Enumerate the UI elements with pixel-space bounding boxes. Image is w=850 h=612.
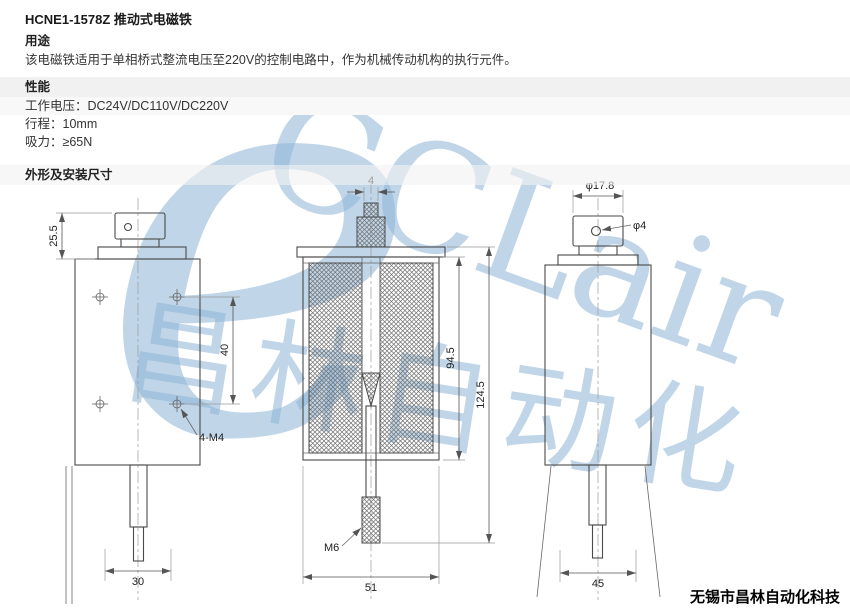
right-side-view: φ17.8 φ4 45	[536, 180, 661, 600]
spec-stroke: 行程：10mm	[25, 117, 98, 131]
dim-total-height-label: 124.5	[475, 381, 487, 409]
spec-text-block: HCNE1-1578Z 推动式电磁铁 用途 该电磁铁适用于单相桥式整流电压至22…	[0, 0, 850, 185]
spec-force: 吸力：≥65N	[25, 135, 93, 149]
body-outline	[74, 258, 201, 466]
plunger-shaft	[588, 464, 607, 526]
dim-hole-spacing-label: 40	[219, 344, 231, 356]
plunger-cone	[361, 372, 381, 408]
dim-body-height-label: 94.5	[445, 347, 457, 368]
mounting-holes	[92, 289, 185, 412]
dim-right-width-label: 45	[592, 578, 604, 590]
plunger-rod	[591, 524, 604, 559]
plunger-rod	[132, 526, 145, 562]
lead-wire	[644, 465, 661, 598]
dim-bracket-height-label: 25.5	[48, 225, 60, 246]
top-bracket	[114, 212, 166, 240]
bracket-hole	[590, 225, 602, 237]
usage-heading: 用途	[25, 34, 51, 48]
plunger-stem-section	[363, 202, 379, 218]
hole-thread-callout: 4-M4	[199, 432, 224, 444]
coil-section-left	[308, 262, 363, 454]
cross-section-view: 4 94.5 124.5 M6 51	[296, 175, 495, 600]
threaded-end	[361, 496, 381, 544]
spec-voltage: 工作电压：DC24V/DC110V/DC220V	[0, 97, 850, 115]
page-title: HCNE1-1578Z 推动式电磁铁	[25, 12, 192, 27]
plunger-cap-section	[356, 216, 386, 248]
dim-hole-dia-label: φ4	[633, 220, 646, 232]
company-name: 无锡市昌林自动化科技	[689, 589, 840, 606]
left-side-view: 25.5 40 4-M4 30	[48, 198, 240, 604]
coil-section-right	[379, 262, 434, 454]
dim-body-width-label: 51	[365, 582, 377, 594]
bracket-neck	[120, 238, 160, 248]
usage-text: 该电磁铁适用于单相桥式整流电压至220V的控制电路中，作为机械传动机构的执行元件…	[25, 53, 517, 67]
thread-size-label: M6	[324, 542, 339, 554]
bracket-hole	[123, 222, 133, 232]
dim-bottom-width-label: 30	[132, 576, 144, 588]
lead-wire	[536, 465, 552, 598]
dimensions-heading: 外形及安装尺寸	[0, 165, 850, 185]
plunger-shaft	[129, 464, 148, 528]
performance-heading: 性能	[0, 77, 850, 97]
top-flange	[97, 246, 187, 260]
body-outline	[302, 256, 440, 461]
